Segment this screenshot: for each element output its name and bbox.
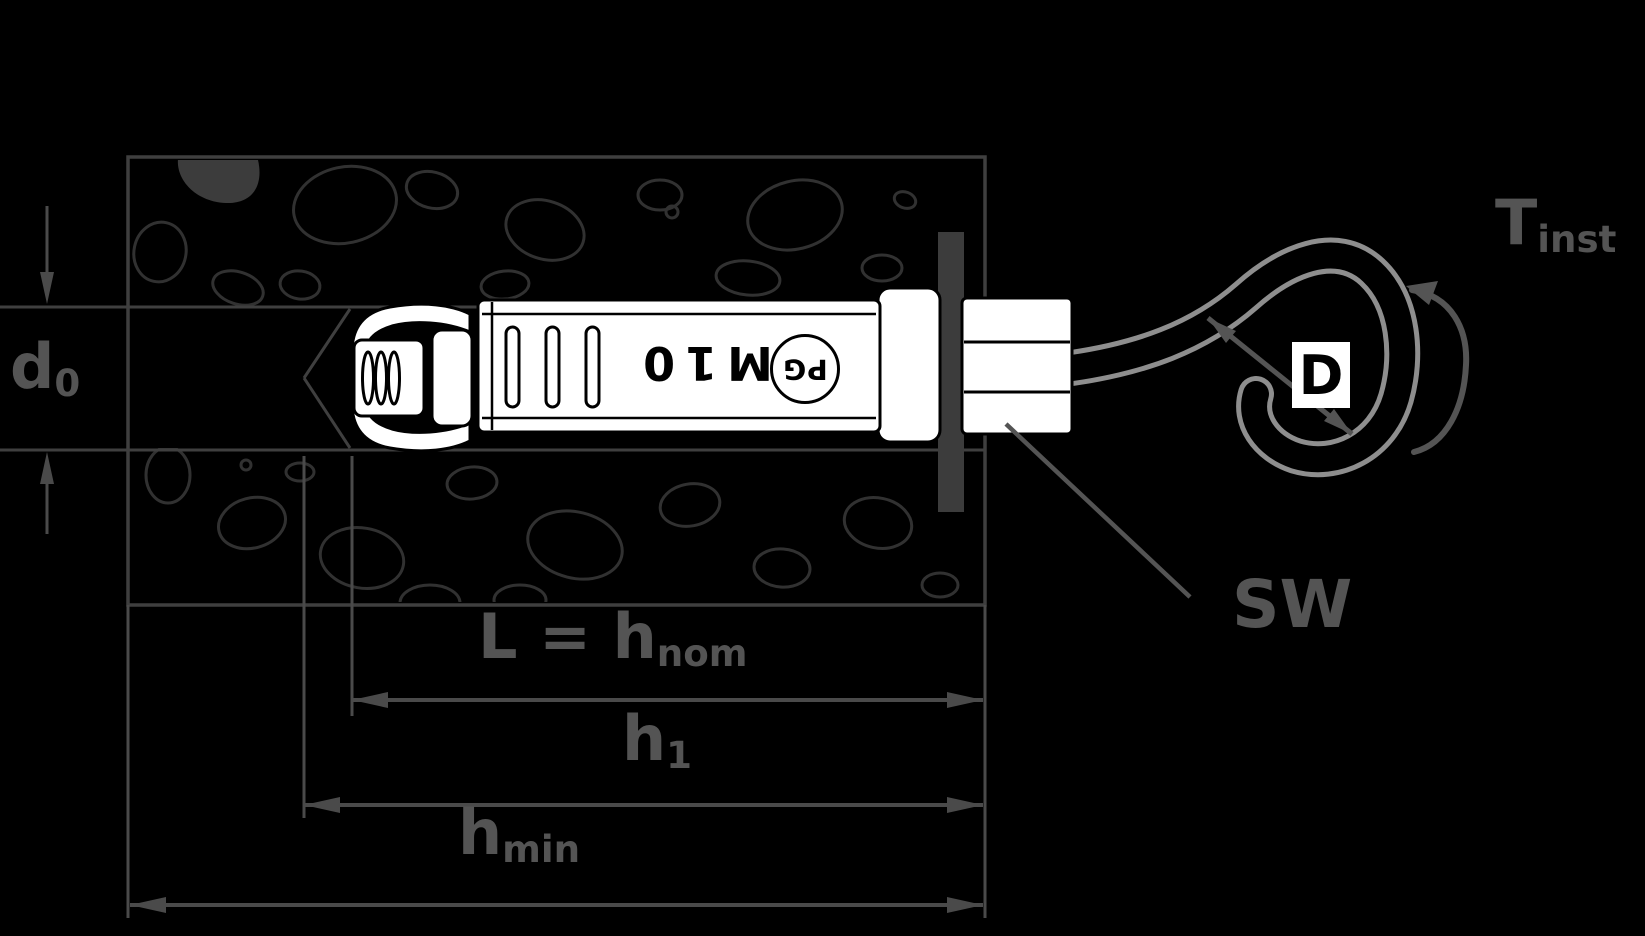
hook-diameter-arrow <box>1206 316 1354 436</box>
label-L-base: L = h <box>478 600 657 673</box>
expansion-clip <box>350 302 474 453</box>
label-tinst-base: T <box>1495 186 1538 259</box>
marking-stamp-text: PG <box>782 353 828 386</box>
label-h1-base: h <box>622 702 667 775</box>
anchor-size-marking: M10 <box>628 336 778 390</box>
drill-cone <box>302 308 352 379</box>
label-tinst-sub: inst <box>1537 217 1617 262</box>
label-installation-torque: Tinst <box>1495 192 1616 258</box>
label-d0-base: d <box>10 330 55 403</box>
aggregate-blobs <box>132 160 960 602</box>
label-d-text: D <box>1298 343 1344 407</box>
spring-coil <box>361 350 401 406</box>
sw-leader-line <box>1004 422 1192 599</box>
label-h1-sub: 1 <box>666 733 693 778</box>
label-L-sub: nom <box>656 631 748 676</box>
d0-dimension-arrows <box>40 206 54 534</box>
dimension-line-hmin <box>130 897 983 913</box>
marking-size-text: M10 <box>633 336 773 390</box>
hex-nut <box>960 296 1074 436</box>
anchor-body <box>476 298 882 434</box>
label-sw-text: SW <box>1232 566 1353 643</box>
label-hole-diameter: d0 <box>10 336 80 402</box>
label-d0-sub: 0 <box>54 361 81 406</box>
extension-lines <box>126 456 987 918</box>
label-anchor-length: L = hnom <box>478 606 748 672</box>
label-min-member-thickness: hmin <box>458 802 580 868</box>
anchor-brand-stamp: PG <box>770 334 840 404</box>
dimension-line-L-hnom <box>352 692 983 708</box>
label-hole-depth: h1 <box>622 708 692 774</box>
anchor-slots <box>504 325 601 409</box>
hook <box>1054 237 1421 478</box>
fixture-plate <box>938 232 964 512</box>
torque-arrow <box>1406 281 1470 455</box>
anchor-collar <box>876 286 942 444</box>
label-hook-inner-diameter: D <box>1292 342 1350 408</box>
label-hmin-sub: min <box>502 827 581 872</box>
label-hmin-base: h <box>458 796 503 869</box>
dimension-line-h1 <box>304 797 983 813</box>
label-wrench-size: SW <box>1232 572 1352 638</box>
